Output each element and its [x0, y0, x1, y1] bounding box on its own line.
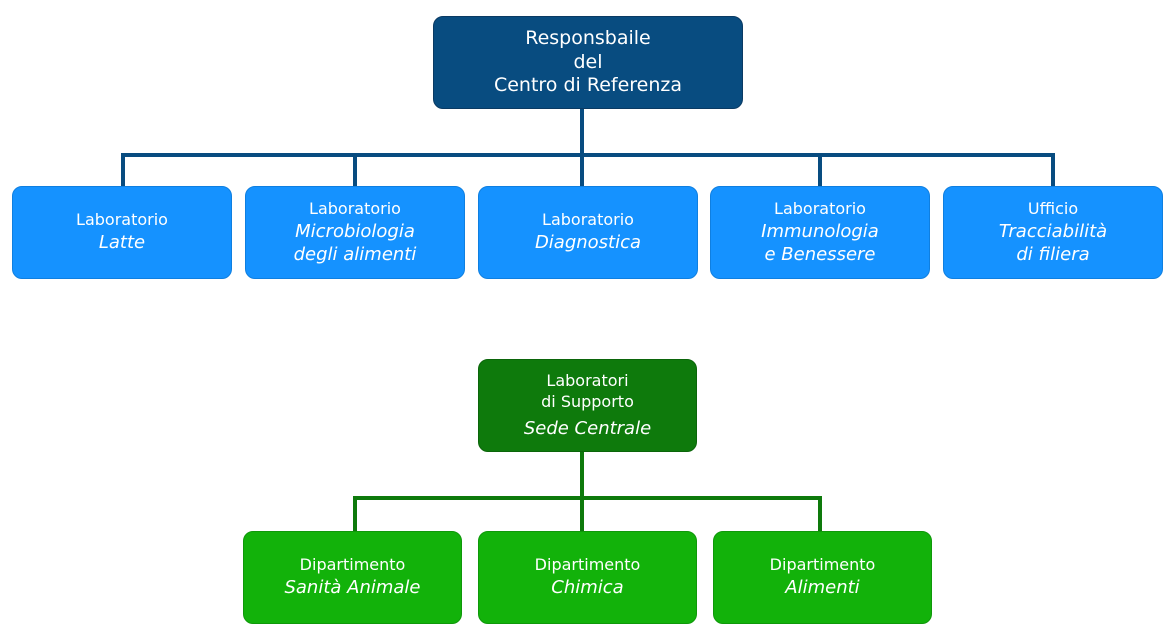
lab-type-label: Laboratorio: [774, 198, 866, 218]
dept-name: Sanità Animale: [284, 577, 421, 599]
office-node-tracciabilita: Ufficio Tracciabilità di filiera: [943, 186, 1163, 279]
top-connector-lines: [121, 109, 1055, 186]
lab-type-label: Laboratorio: [76, 210, 168, 230]
office-name-line-1: Tracciabilità: [998, 220, 1108, 242]
support-node-sede-centrale: Laboratori di Supporto Sede Centrale: [478, 359, 697, 452]
lab-name-line-1: Microbiologia: [295, 220, 415, 242]
lab-type-label: Laboratorio: [309, 198, 401, 218]
support-line-2: di Supporto: [541, 391, 634, 411]
lab-name-line-2: e Benessere: [764, 243, 876, 265]
lab-name: Latte: [98, 232, 146, 254]
root-line-1: Responsbaile: [525, 26, 651, 49]
dept-node-sanita-animale: Dipartimento Sanità Animale: [243, 531, 462, 624]
root-node-responsabile: Responsbaile del Centro di Referenza: [433, 16, 743, 109]
lab-node-latte: Laboratorio Latte: [12, 186, 232, 279]
dept-name: Alimenti: [785, 577, 860, 599]
lab-name-line-2: degli alimenti: [293, 243, 417, 265]
root-line-3: Centro di Referenza: [493, 74, 683, 97]
dept-type-label: Dipartimento: [769, 555, 876, 575]
bottom-connector-lines: [353, 452, 822, 531]
dept-node-chimica: Dipartimento Chimica: [478, 531, 697, 624]
support-name: Sede Centrale: [523, 417, 652, 439]
office-name-line-2: di filiera: [1016, 243, 1090, 265]
dept-type-label: Dipartimento: [299, 555, 406, 575]
lab-node-diagnostica: Laboratorio Diagnostica: [478, 186, 698, 279]
dept-node-alimenti: Dipartimento Alimenti: [713, 531, 932, 624]
lab-node-microbiologia: Laboratorio Microbiologia degli alimenti: [245, 186, 465, 279]
lab-node-immunologia: Laboratorio Immunologia e Benessere: [710, 186, 930, 279]
dept-type-label: Dipartimento: [534, 555, 641, 575]
office-type-label: Ufficio: [1027, 198, 1079, 218]
support-line-1: Laboratori: [546, 371, 629, 390]
lab-type-label: Laboratorio: [542, 210, 634, 230]
dept-name: Chimica: [551, 577, 624, 599]
root-line-2: del: [573, 50, 603, 73]
lab-name: Diagnostica: [534, 232, 642, 254]
lab-name-line-1: Immunologia: [761, 220, 879, 242]
